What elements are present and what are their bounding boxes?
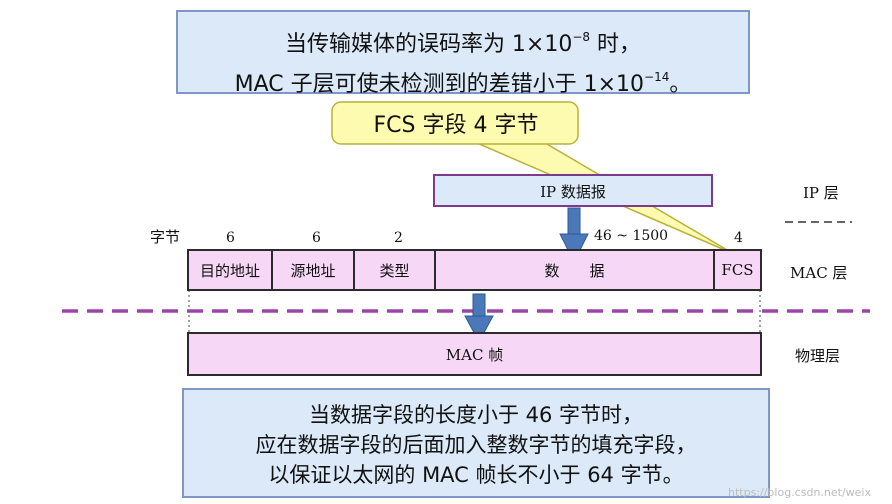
field-size-fcs: 4 — [734, 230, 743, 246]
field-size-dest: 6 — [226, 230, 235, 246]
field-fcs: FCS — [713, 249, 762, 291]
field-size-data: 46 ~ 1500 — [594, 228, 669, 244]
top-note-line-1: 当传输媒体的误码率为 1×10−8 时， — [284, 30, 642, 57]
ip-datagram-label: IP 数据报 — [540, 183, 606, 201]
bytes-label: 字节 — [150, 228, 181, 246]
bottom-note: 当数据字段的长度小于 46 字节时， 应在数据字段的后面加入整数字节的填充字段，… — [182, 388, 770, 498]
ip-datagram-box — [433, 174, 713, 207]
bottom-note-line-1: 当数据字段的长度小于 46 字节时， — [308, 403, 644, 427]
callout-bubble — [331, 101, 579, 145]
layer-label-mac: MAC 层 — [790, 264, 848, 282]
mac-frame-box: MAC 帧 — [187, 332, 762, 376]
field-type: 类型 — [353, 249, 436, 291]
down-arrow-ip-to-data — [559, 207, 589, 264]
bottom-note-line-2: 应在数据字段的后面加入整数字节的填充字段， — [255, 433, 697, 457]
bottom-note-line-3: 以保证以太网的 MAC 帧长不小于 64 字节。 — [268, 463, 684, 487]
callout-label: FCS 字段 4 字节 — [373, 113, 539, 138]
top-note: 当传输媒体的误码率为 1×10−8 时， MAC 子层可使未检测到的差错小于 1… — [176, 10, 750, 97]
field-size-type: 2 — [394, 230, 403, 246]
field-data: 数 据 — [434, 249, 715, 291]
layer-label-physical: 物理层 — [795, 347, 841, 365]
layer-label-ip: IP 层 — [803, 184, 839, 202]
field-dest-address: 目的地址 — [187, 249, 273, 291]
field-src-address: 源地址 — [271, 249, 355, 291]
down-arrow-mac-to-physical — [464, 293, 494, 344]
top-note-line-2: MAC 子层可使未检测到的差错小于 1×10−14。 — [234, 70, 692, 97]
watermark: https://blog.csdn.net/weix — [728, 486, 871, 499]
field-size-src: 6 — [312, 230, 321, 246]
